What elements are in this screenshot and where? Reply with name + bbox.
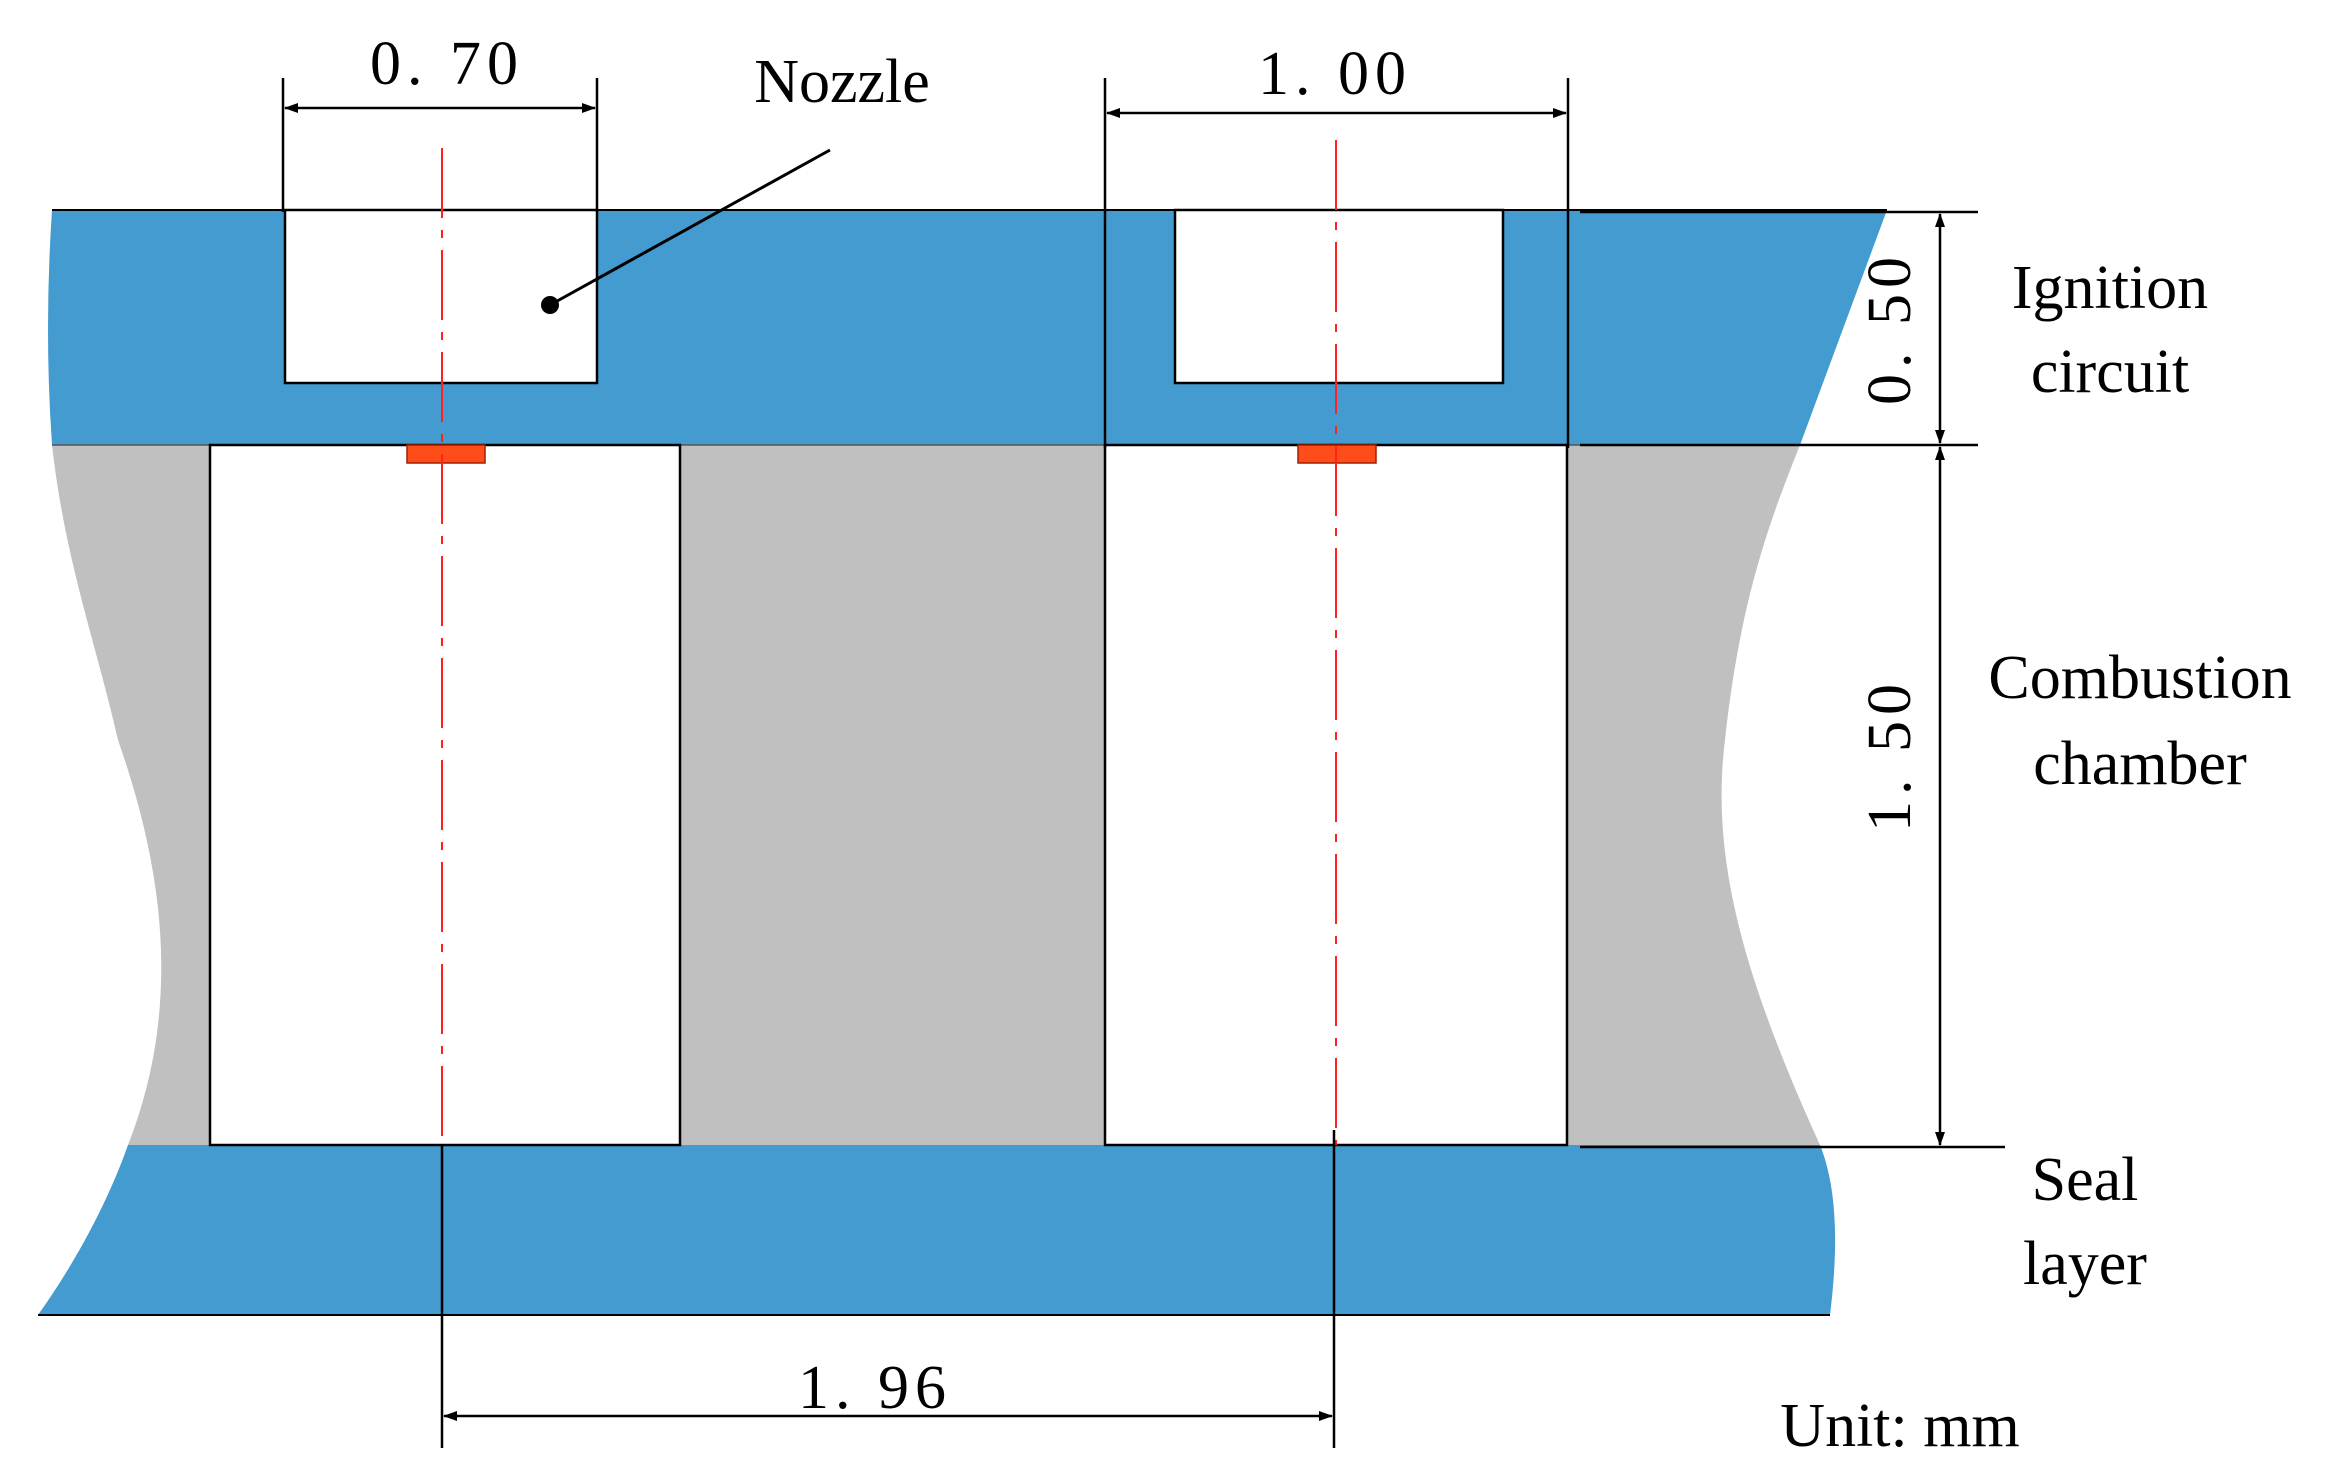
dim-ignition-thickness-label: 0. 50 (1856, 251, 1924, 405)
dim-chamber-height-label: 1. 50 (1856, 678, 1924, 832)
ignition-circuit-label-line1: Ignition (2012, 254, 2208, 322)
nozzle-2 (1173, 208, 1505, 385)
seal-layer (38, 1145, 1836, 1315)
seal-layer-label-line2: layer (2023, 1230, 2147, 1298)
dim-chamber-width-label: 1. 00 (1258, 40, 1412, 108)
dim-nozzle-width-label: 0. 70 (370, 30, 524, 98)
combustion-chamber-1 (208, 443, 682, 1147)
unit-label: Unit: mm (1780, 1392, 2019, 1460)
dim-pitch-label: 1. 96 (798, 1354, 952, 1422)
nozzle-leader-line (549, 148, 831, 307)
seal-layer-label-line1: Seal (2032, 1146, 2139, 1214)
ignition-circuit-label-line2: circuit (2031, 338, 2189, 406)
nozzle-leader-dot (541, 296, 559, 314)
igniter-1 (406, 444, 486, 464)
nozzle-label: Nozzle (754, 48, 930, 116)
combustion-chamber-label-line2: chamber (2033, 730, 2247, 798)
combustion-chamber-label-line1: Combustion (1988, 644, 2291, 712)
